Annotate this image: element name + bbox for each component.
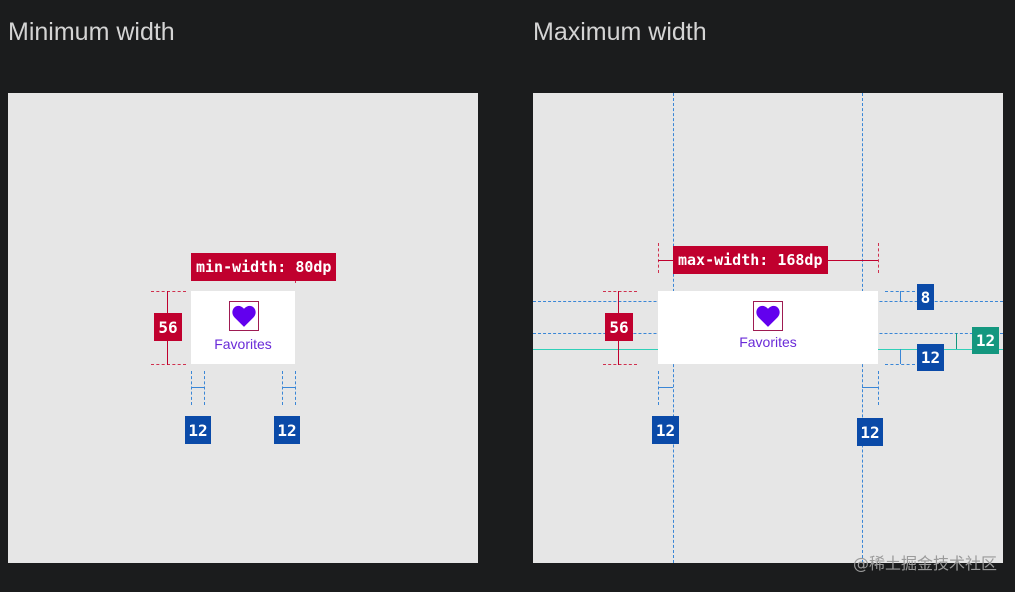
min-width-tag: min-width: 80dp xyxy=(191,253,337,281)
bottom-padding-guide xyxy=(885,364,915,365)
nav-item[interactable]: Favorites xyxy=(191,291,295,364)
padding-left-guide-b xyxy=(204,371,205,405)
heart-icon xyxy=(753,301,783,331)
width-guide-right xyxy=(878,243,879,273)
heart-icon xyxy=(229,301,259,331)
padding-right-tag: 12 xyxy=(274,416,300,444)
max-width-tag: max-width: 168dp xyxy=(673,246,828,274)
min-width-panel: min-width: 80dp 56 Favorites 12 12 xyxy=(8,93,478,563)
padding-left-tag: 12 xyxy=(652,416,679,444)
height-tag: 56 xyxy=(154,313,182,341)
height-guide-bottom xyxy=(151,364,186,365)
gap-line xyxy=(956,333,957,349)
padding-right-guide-a xyxy=(282,371,283,405)
height-guide-top xyxy=(603,291,637,292)
max-width-panel: max-width: 168dp 56 Favorites 8 12 12 12… xyxy=(533,93,1003,563)
max-width-title: Maximum width xyxy=(533,18,707,46)
gap-tag: 12 xyxy=(972,327,999,354)
width-guide-left xyxy=(658,243,659,273)
bottom-padding-tag: 12 xyxy=(917,344,944,371)
padding-left-line xyxy=(658,387,673,388)
padding-right-line xyxy=(282,387,295,388)
height-guide-bottom xyxy=(603,364,637,365)
watermark: @稀土掘金技术社区 xyxy=(852,554,997,573)
height-guide-top xyxy=(151,291,186,292)
padding-right-guide-b xyxy=(295,371,296,405)
item-label: Favorites xyxy=(739,334,797,350)
top-padding-tag: 8 xyxy=(917,284,934,310)
item-label: Favorites xyxy=(214,336,272,352)
padding-right-tag: 12 xyxy=(857,418,883,446)
padding-left-guide-a xyxy=(191,371,192,405)
padding-left-guide xyxy=(658,371,659,405)
top-padding-line xyxy=(900,291,901,301)
padding-right-guide xyxy=(878,371,879,405)
bottom-padding-line xyxy=(900,349,901,364)
nav-item[interactable]: Favorites xyxy=(658,291,878,364)
padding-right-line xyxy=(862,387,878,388)
padding-left-line xyxy=(191,387,204,388)
padding-left-tag: 12 xyxy=(185,416,211,444)
height-tag: 56 xyxy=(605,313,633,341)
min-width-title: Minimum width xyxy=(8,18,175,46)
